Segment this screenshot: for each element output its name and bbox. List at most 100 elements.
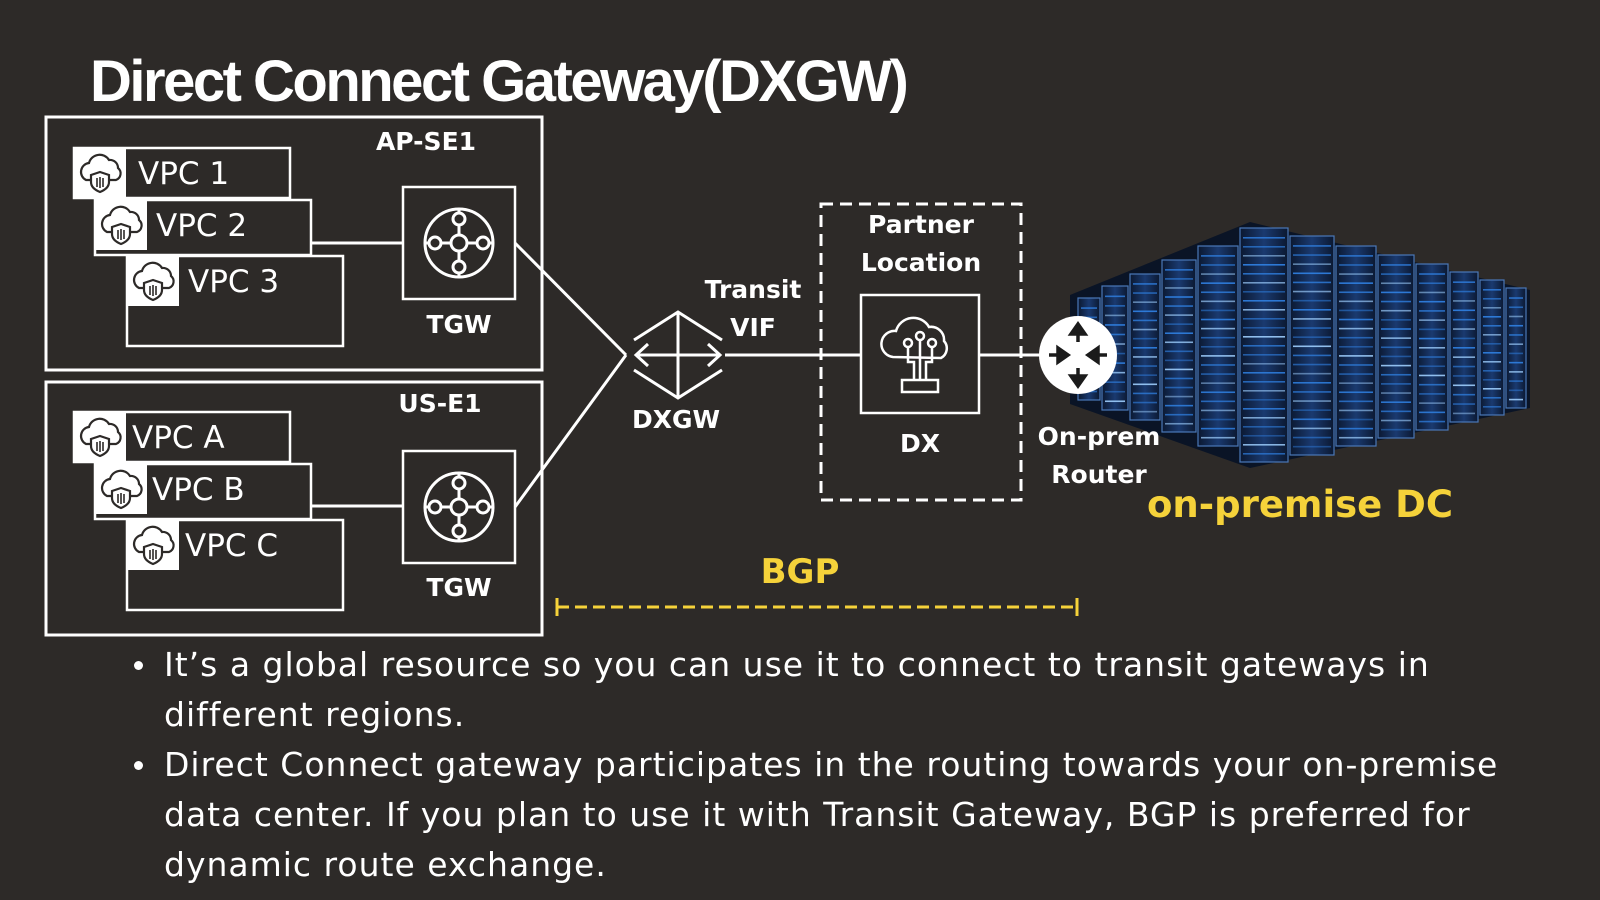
server-led-strip xyxy=(1201,264,1235,266)
server-led-strip xyxy=(1165,278,1193,280)
server-led-strip xyxy=(1419,420,1445,423)
server-led-strip xyxy=(1243,354,1285,356)
server-led-strip xyxy=(1133,374,1157,376)
server-led-strip xyxy=(1243,444,1285,446)
server-led-strip xyxy=(1509,380,1523,382)
server-led-strip xyxy=(1293,418,1331,421)
server-led-strip xyxy=(1419,365,1445,368)
server-led-strip xyxy=(1293,299,1331,302)
server-led-strip xyxy=(1293,290,1331,293)
server-led-strip xyxy=(1419,337,1445,340)
server-led-strip xyxy=(1339,364,1373,366)
server-led-strip xyxy=(1105,390,1125,393)
region-label-ap-se1: AP-SE1 xyxy=(376,127,476,156)
server-led-strip xyxy=(1453,403,1475,405)
server-led-strip xyxy=(1243,300,1285,302)
server-led-strip xyxy=(1509,306,1523,309)
server-led-strip xyxy=(1243,453,1285,455)
server-led-strip xyxy=(1165,368,1193,371)
server-led-strip xyxy=(1381,309,1411,312)
dxgw-node: DXGW xyxy=(632,310,723,434)
server-led-strip xyxy=(1201,436,1235,439)
server-led-strip xyxy=(1453,300,1475,302)
server-led-strip xyxy=(1165,413,1193,416)
server-led-strip xyxy=(1483,406,1501,408)
server-led-strip xyxy=(1243,255,1285,257)
server-led-strip xyxy=(1453,328,1475,330)
server-led-strip xyxy=(1509,398,1523,401)
server-led-strip xyxy=(1419,402,1445,404)
server-led-strip xyxy=(1243,426,1285,428)
server-led-strip xyxy=(1381,419,1411,422)
server-led-strip xyxy=(1081,307,1097,309)
server-led-strip xyxy=(1483,289,1501,291)
server-led-strip xyxy=(1509,371,1523,373)
server-led-strip xyxy=(1419,282,1445,285)
server-led-strip xyxy=(1483,298,1501,300)
vpc-card-2: VPC 2 xyxy=(93,198,313,257)
page-title: Direct Connect Gateway(DXGW) xyxy=(90,49,909,114)
server-led-strip xyxy=(1381,300,1411,303)
server-led-strip xyxy=(1165,386,1193,389)
server-led-strip xyxy=(1201,327,1235,330)
server-led-strip xyxy=(1453,281,1475,283)
server-led-strip xyxy=(1293,263,1331,265)
server-led-strip xyxy=(1293,409,1331,411)
vpc-card-b: VPC B xyxy=(93,462,313,521)
server-led-strip xyxy=(1509,343,1523,345)
server-led-strip xyxy=(1381,264,1411,266)
server-led-strip xyxy=(1339,318,1373,321)
server-led-strip xyxy=(1453,393,1475,396)
transit-vif-label-line2: VIF xyxy=(730,313,776,342)
server-led-strip xyxy=(1243,435,1285,437)
server-led-strip xyxy=(1165,269,1193,271)
server-led-strip xyxy=(1339,391,1373,394)
vpc-label: VPC 2 xyxy=(156,208,247,244)
server-led-strip xyxy=(1483,379,1501,381)
bullet-item-routing: Direct Connect gateway participates in t… xyxy=(130,740,1510,890)
tgw-icon xyxy=(423,471,495,543)
server-led-strip xyxy=(1453,337,1475,340)
server-led-strip xyxy=(1293,245,1331,247)
server-led-strip xyxy=(1105,381,1125,383)
server-led-strip xyxy=(1293,436,1331,439)
region-ap-se1: AP-SE1 VPC 1 VPC 2 VPC 3 TGW xyxy=(44,115,544,372)
server-led-strip xyxy=(1453,412,1475,415)
server-led-strip xyxy=(1133,365,1157,367)
server-led-strip xyxy=(1133,383,1157,386)
vpc-card-1: VPC 1 xyxy=(72,146,292,200)
server-led-strip xyxy=(1201,346,1235,348)
server-led-strip xyxy=(1419,393,1445,395)
server-led-strip xyxy=(1133,410,1157,413)
partner-location-label-line1: Partner xyxy=(868,210,975,239)
server-led-strip xyxy=(1419,356,1445,358)
server-rack xyxy=(1479,279,1505,416)
server-led-strip xyxy=(1293,345,1331,348)
server-led-strip xyxy=(1381,273,1411,275)
server-led-strip xyxy=(1105,305,1125,307)
server-led-strip xyxy=(1243,264,1285,266)
vpc-card-3: VPC 3 xyxy=(125,254,345,348)
server-led-strip xyxy=(1243,390,1285,392)
server-led-strip xyxy=(1483,334,1501,336)
server-led-strip xyxy=(1453,365,1475,368)
server-led-strip xyxy=(1453,347,1475,349)
server-led-strip xyxy=(1105,314,1125,317)
server-led-strip xyxy=(1381,337,1411,339)
server-led-strip xyxy=(1453,356,1475,358)
server-led-strip xyxy=(1243,381,1285,383)
server-led-strip xyxy=(1339,355,1373,357)
server-led-strip xyxy=(1339,373,1373,375)
server-led-strip xyxy=(1339,418,1373,421)
server-led-strip xyxy=(1243,237,1285,239)
server-led-strip xyxy=(1509,389,1523,392)
server-led-strip xyxy=(1509,334,1523,336)
server-led-strip xyxy=(1165,377,1193,380)
server-led-strip xyxy=(1165,359,1193,362)
server-led-strip xyxy=(1483,370,1501,372)
server-led-strip xyxy=(1453,309,1475,312)
server-led-strip xyxy=(1165,404,1193,407)
server-led-strip xyxy=(1509,361,1523,364)
server-led-strip xyxy=(1243,327,1285,329)
server-led-strip xyxy=(1293,309,1331,311)
